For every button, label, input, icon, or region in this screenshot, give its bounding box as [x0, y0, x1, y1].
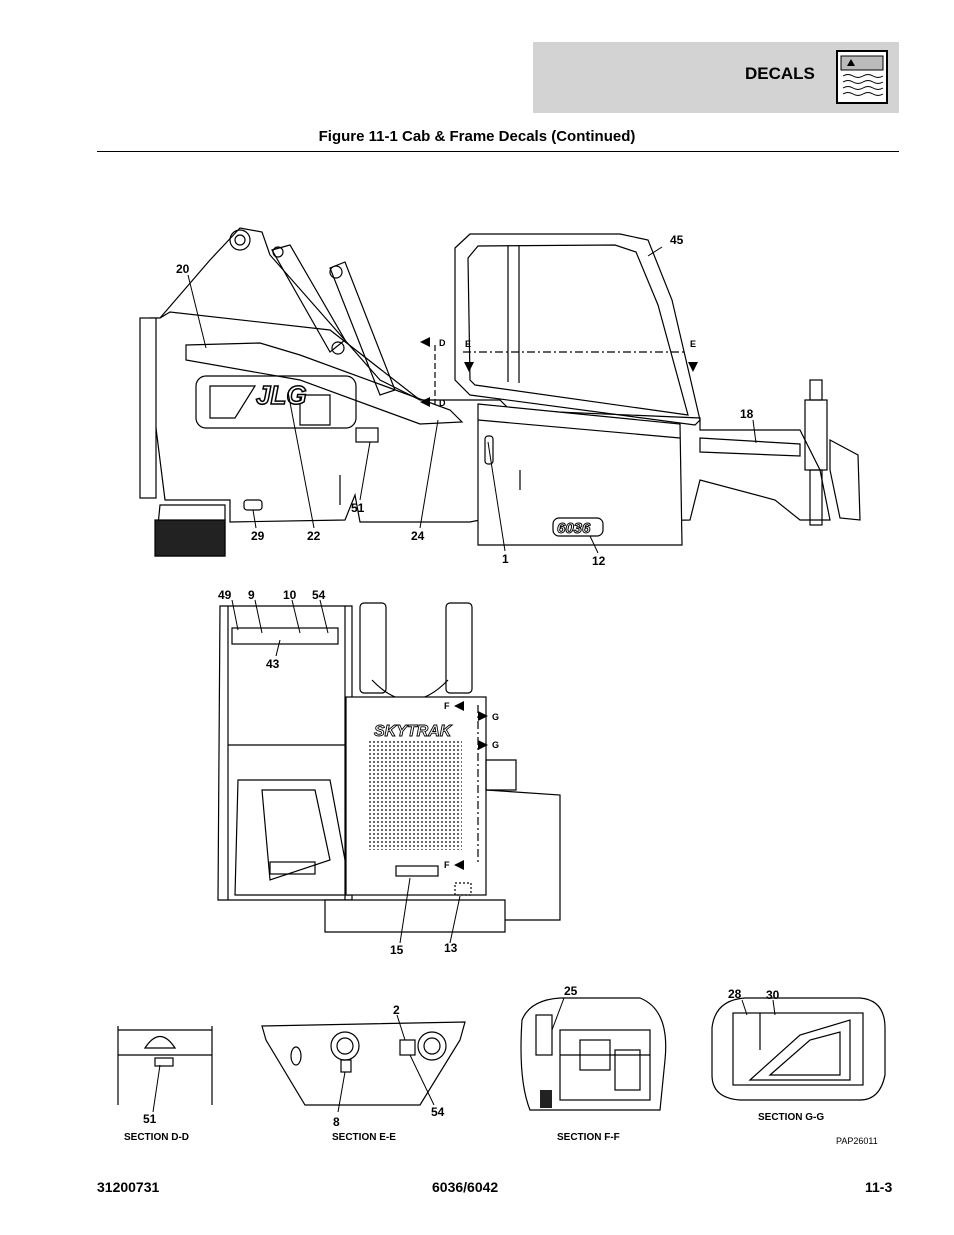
callout-ee-54: 54 — [431, 1105, 445, 1119]
callout-9: 9 — [248, 588, 255, 602]
section-ee-label: SECTION E-E — [332, 1132, 396, 1143]
rear-cylinder — [804, 379, 861, 526]
section-dd-drawing — [117, 1026, 213, 1105]
title-rule — [97, 151, 899, 152]
footer-doc-number: 31200731 — [97, 1179, 160, 1195]
callout-54-rear: 54 — [312, 588, 326, 602]
rear-frame-outline — [217, 605, 353, 901]
section-ee-drawing — [261, 1021, 466, 1106]
callout-49: 49 — [218, 588, 232, 602]
boom-decal-20 — [185, 342, 464, 425]
callout-51: 51 — [351, 501, 365, 515]
section-gg-label: SECTION G-G — [758, 1112, 824, 1123]
callout-22: 22 — [307, 529, 321, 543]
callout-gg-30: 30 — [766, 988, 780, 1002]
figure-title: Figure 11-1 Cab & Frame Decals (Continue… — [318, 128, 636, 145]
decal-sheet-icon — [836, 50, 888, 104]
engine-grille — [367, 740, 462, 850]
section-marker-f-lower: F — [444, 860, 450, 870]
left-panel — [139, 317, 157, 499]
footer-page-number: 11-3 — [865, 1179, 893, 1195]
drawing-id: PAP26011 — [836, 1136, 878, 1146]
section-marker-g-upper: G — [492, 712, 499, 722]
section-marker-g-lower: G — [492, 740, 499, 750]
cab-outline — [454, 233, 701, 546]
callout-1: 1 — [502, 552, 509, 566]
callout-ee-2: 2 — [393, 1003, 400, 1017]
frame-outline — [149, 311, 831, 523]
callout-43: 43 — [266, 657, 280, 671]
callout-ff-25: 25 — [564, 984, 578, 998]
footer-model: 6036/6042 — [432, 1179, 499, 1195]
callout-13: 13 — [444, 941, 458, 955]
lift-cylinder — [271, 244, 396, 396]
callout-12: 12 — [592, 554, 606, 568]
callout-15: 15 — [390, 943, 404, 957]
section-marker-f-upper: F — [444, 701, 450, 711]
section-ff-drawing — [520, 997, 667, 1111]
callout-20: 20 — [176, 262, 190, 276]
callout-24: 24 — [411, 529, 425, 543]
frame-arm — [159, 227, 421, 401]
model-logo: 6036 — [557, 520, 591, 537]
jlg-logo: JLG — [256, 380, 307, 410]
section-marker-d-lower: D — [439, 398, 446, 408]
section-marker-e-left: E — [465, 339, 471, 349]
callout-ee-8: 8 — [333, 1115, 340, 1129]
section-ff-label: SECTION F-F — [557, 1132, 620, 1143]
callout-29: 29 — [251, 529, 265, 543]
skytrak-logo: SKYTRAK — [374, 723, 453, 740]
section-gg-drawing — [711, 997, 886, 1101]
section-title: DECALS — [745, 64, 815, 83]
callout-45: 45 — [670, 233, 684, 247]
callout-10: 10 — [283, 588, 297, 602]
callout-dd-51: 51 — [143, 1112, 157, 1126]
boom-decal-18 — [699, 437, 801, 457]
section-dd-label: SECTION D-D — [124, 1132, 189, 1143]
section-marker-e-right: E — [690, 339, 696, 349]
callout-18: 18 — [740, 407, 754, 421]
section-marker-d-upper: D — [439, 338, 446, 348]
callout-gg-28: 28 — [728, 987, 742, 1001]
